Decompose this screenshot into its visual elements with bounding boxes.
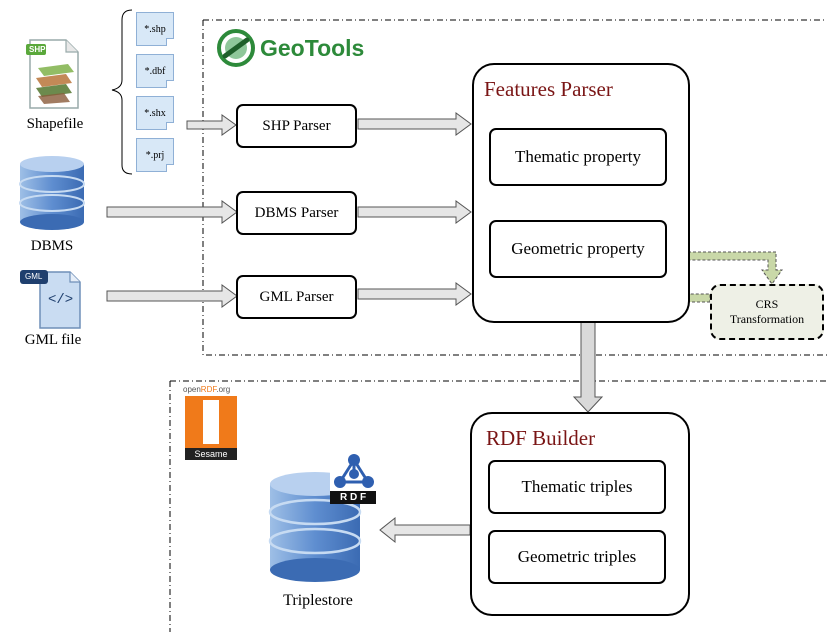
rdf-logo: R D F <box>330 452 376 504</box>
dbms-label: DBMS <box>30 238 74 254</box>
shp-badge-text: SHP <box>29 45 46 54</box>
features-parser-panel: Features Parser Thematic property Geomet… <box>472 63 690 323</box>
arrow-gml-to-features <box>357 282 472 306</box>
sesame-logo: openRDF.org Sesame <box>183 385 241 461</box>
arrow-features-to-rdf-builder <box>572 321 604 413</box>
arrow-dbms-to-features <box>357 200 472 224</box>
geotools-logo-text: GeoTools <box>260 34 365 61</box>
database-icon <box>12 154 92 232</box>
crs-transformation-box: CRS Transformation <box>710 284 824 340</box>
arrow-gml-to-parser <box>106 284 238 308</box>
openrdf-suffix: .org <box>216 385 231 394</box>
thematic-property-box: Thematic property <box>489 128 667 186</box>
sesame-region <box>169 380 827 632</box>
openrdf-prefix: open <box>183 385 201 394</box>
openrdf-highlight: RDF <box>200 385 217 394</box>
crs-label-line2: Transformation <box>729 312 805 326</box>
code-symbol: </> <box>48 292 74 308</box>
shapefile-icon: SHP <box>24 38 82 110</box>
geometric-property-box: Geometric property <box>489 220 667 278</box>
gml-file-icon: GML </> <box>20 268 84 330</box>
geotools-globe-icon <box>217 29 255 67</box>
gml-badge-text: GML <box>25 272 43 281</box>
arrow-rdf-builder-to-triplestore <box>379 516 471 544</box>
thematic-triples-box: Thematic triples <box>488 460 666 514</box>
arrow-dbms-to-parser <box>106 200 238 224</box>
rdf-badge-text: R D F <box>330 491 376 504</box>
geometric-triples-box: Geometric triples <box>488 530 666 584</box>
shp-component-shp: *.shp <box>136 12 174 46</box>
arrow-geometric-to-crs <box>667 251 783 285</box>
gml-parser-box: GML Parser <box>236 275 357 319</box>
crs-label-line1: CRS <box>755 297 779 311</box>
geotools-region <box>202 19 827 356</box>
geotools-logo: GeoTools <box>216 28 372 68</box>
arrow-shp-to-features <box>357 112 472 136</box>
triplestore-label: Triplestore <box>283 592 353 609</box>
shp-component-dbf: *.dbf <box>136 54 174 88</box>
shp-component-prj: *.prj <box>136 138 174 172</box>
rdf-builder-panel: RDF Builder Thematic triples Geometric t… <box>470 412 690 616</box>
gml-file-label: GML file <box>24 332 82 348</box>
rdf-builder-title: RDF Builder <box>486 426 596 450</box>
dbms-parser-box: DBMS Parser <box>236 191 357 235</box>
sesame-mark <box>185 396 237 448</box>
shp-component-shx: *.shx <box>136 96 174 130</box>
rdf-graph-icon <box>334 454 374 488</box>
sesame-text: Sesame <box>185 448 237 460</box>
arrow-shapefile-to-shp-parser <box>186 114 237 136</box>
shp-parser-box: SHP Parser <box>236 104 357 148</box>
shapefile-label: Shapefile <box>26 116 84 132</box>
features-parser-title: Features Parser <box>484 77 613 101</box>
